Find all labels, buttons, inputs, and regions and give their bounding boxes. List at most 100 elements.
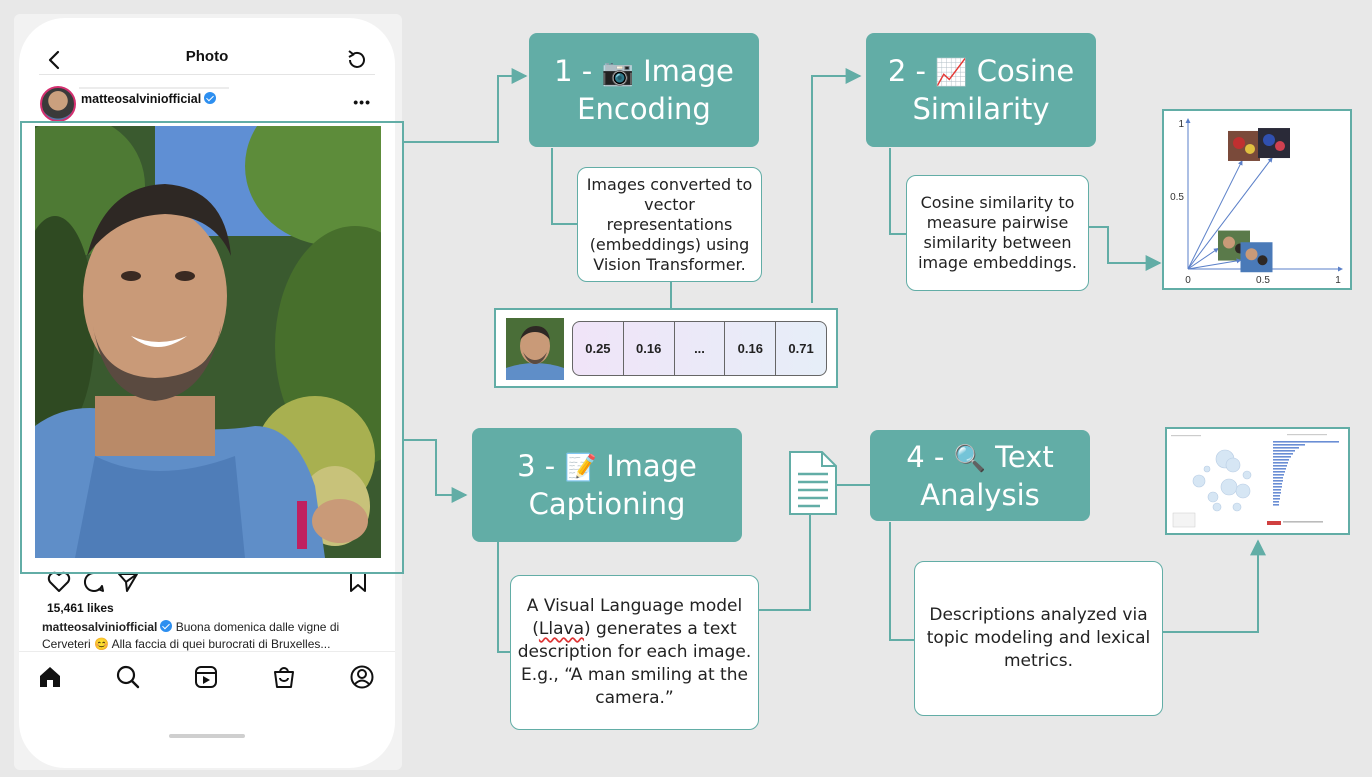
bookmark-icon[interactable]	[349, 571, 367, 593]
note-text-analysis: Descriptions analyzed via topic modeling…	[914, 561, 1163, 716]
avatar[interactable]	[40, 86, 76, 122]
page-title: Photo	[185, 48, 229, 65]
similarity-vector	[1187, 160, 1243, 270]
note-cosine-similarity: Cosine similarity to measure pairwise si…	[906, 175, 1089, 291]
step-4-text-analysis: 4 - 🔍 Text Analysis	[870, 430, 1090, 521]
topic-model-chart	[1165, 427, 1350, 535]
thumbnail-illustration	[506, 318, 564, 380]
chart-increasing-icon: 📈	[935, 58, 968, 88]
vector-cell: ...	[675, 322, 726, 375]
back-chevron-icon[interactable]	[45, 50, 65, 70]
y-tick-label: 0.5	[1170, 192, 1184, 203]
step-3-number: 3 -	[517, 449, 556, 483]
thumbnail-detail	[1245, 143, 1255, 154]
phone-screen: Photo matteosalviniofficial •••	[19, 18, 395, 768]
camera-icon: 📷	[601, 58, 634, 88]
embedding-thumbnail	[506, 318, 564, 380]
step-3-title-1: Image	[606, 449, 697, 483]
line-encoding-to-note	[551, 148, 578, 225]
more-options-icon[interactable]: •••	[353, 94, 371, 110]
note-image-encoding: Images converted to vector representatio…	[577, 167, 762, 282]
similarity-vector	[1187, 258, 1242, 270]
line-note-to-doc	[758, 515, 811, 611]
document-icon	[789, 451, 837, 515]
bottom-nav	[19, 651, 395, 711]
cosine-similarity-chart: 0 0.5 1 0.5 1	[1162, 109, 1352, 290]
line-cosine-to-note	[889, 148, 906, 235]
step-1-line-1: 1 - 📷 Image	[554, 53, 734, 91]
vector-cell: 0.71	[788, 341, 814, 356]
cosine-chart-svg: 0 0.5 1 0.5 1	[1170, 118, 1343, 286]
vector-cell: 0.25	[573, 322, 624, 375]
step-3-image-captioning: 3 - 📝 Image Captioning	[472, 428, 742, 542]
heart-icon[interactable]	[47, 571, 71, 593]
phone-header: Photo	[19, 46, 395, 76]
post-highlight-outline	[20, 121, 404, 574]
comment-icon[interactable]	[83, 571, 105, 593]
thumbnail-detail	[1233, 136, 1245, 149]
magnifying-glass-icon: 🔍	[953, 443, 986, 474]
step-3-title-2: Captioning	[528, 487, 686, 521]
arrow-vector-to-cosine	[811, 68, 862, 303]
post-photo-illustration	[35, 126, 381, 558]
embedding-vector-panel: 0.25 0.16 ... 0.16 0.71	[494, 308, 838, 388]
step-1-number: 1 -	[554, 54, 593, 88]
arrow-note-to-topic	[1162, 539, 1266, 633]
step-2-line-1: 2 - 📈 Cosine	[888, 53, 1074, 91]
step-2-title-1: Cosine	[976, 54, 1075, 88]
line-captioning-to-note	[497, 542, 510, 653]
similarity-vector	[1187, 247, 1219, 270]
shop-icon[interactable]	[271, 664, 297, 690]
x-tick-label: 1	[1335, 275, 1341, 286]
refresh-icon[interactable]	[345, 48, 369, 72]
embedding-vector: 0.25 0.16 ... 0.16 0.71	[572, 321, 827, 376]
x-tick-label: 0.5	[1256, 275, 1270, 286]
thumbnail-detail	[1257, 255, 1268, 266]
caption-text-line-1: Buona domenica dalle vigne di	[172, 620, 340, 634]
post-photo[interactable]	[35, 126, 381, 558]
likes-count[interactable]: 15,461 likes	[47, 601, 114, 615]
step-4-line-1: 4 - 🔍 Text	[906, 439, 1054, 477]
note-captioning-text: A Visual Language model (Llava) generate…	[517, 595, 752, 710]
header-divider	[39, 74, 375, 75]
share-icon[interactable]	[117, 571, 139, 593]
step-3-line-1: 3 - 📝 Image	[517, 448, 697, 486]
step-2-number: 2 -	[887, 54, 926, 88]
vector-cell: 0.16	[624, 322, 675, 375]
thumbnail-detail	[1245, 248, 1258, 261]
llava-term: Llava	[538, 619, 585, 639]
similarity-vector	[1187, 157, 1273, 270]
vector-cell: 0.16	[725, 322, 777, 375]
memo-icon: 📝	[564, 453, 597, 483]
y-tick-label: 1	[1178, 119, 1184, 130]
thumbnail-detail	[1263, 134, 1275, 147]
note-captioning-example: E.g., “A man smiling at the camera.”	[521, 665, 748, 708]
thumbnail-detail	[1223, 236, 1235, 249]
post-actions	[43, 571, 371, 593]
reels-icon[interactable]	[193, 664, 219, 690]
step-1-image-encoding: 1 - 📷 Image Encoding	[529, 33, 759, 147]
post-caption: matteosalviniofficial Buona domenica dal…	[42, 619, 362, 653]
step-2-cosine-similarity: 2 - 📈 Cosine Similarity	[866, 33, 1096, 147]
home-icon[interactable]	[37, 664, 63, 690]
arrow-post-to-captioning	[404, 439, 468, 503]
x-tick-label: 0	[1185, 275, 1191, 286]
note-image-captioning: A Visual Language model (Llava) generate…	[510, 575, 759, 730]
post-username[interactable]: matteosalviniofficial	[81, 92, 217, 106]
step-4-title-1: Text	[995, 439, 1054, 474]
verified-badge-icon	[204, 92, 217, 104]
profile-icon[interactable]	[349, 664, 375, 690]
step-2-title-2: Similarity	[912, 92, 1050, 126]
step-4-number: 4 -	[906, 439, 945, 474]
username-text: matteosalviniofficial	[81, 92, 202, 106]
caption-username[interactable]: matteosalviniofficial	[42, 620, 158, 634]
caption-text-line-2: Cerveteri 😊 Alla faccia di quei burocrat…	[42, 637, 331, 651]
line-textanalysis-to-note	[889, 522, 914, 641]
topic-model-illustration	[1167, 429, 1348, 533]
step-4-title-2: Analysis	[920, 477, 1040, 512]
step-1-title-1: Image	[643, 54, 734, 88]
search-icon[interactable]	[115, 664, 141, 690]
header-shadow-line	[79, 87, 229, 89]
thumbnail-detail	[1275, 141, 1285, 152]
caption-verified-icon	[160, 620, 173, 632]
